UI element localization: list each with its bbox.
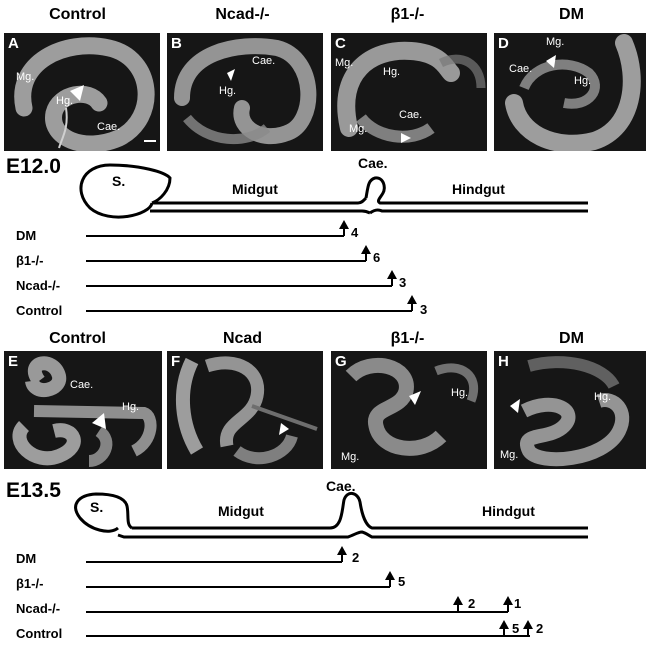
label-mg: Mg. [16, 71, 35, 83]
stage-label-e13: E13.5 [6, 479, 61, 502]
midgut-label: Midgut [232, 181, 278, 197]
panel-c: C Mg. Hg. Mg. Cae. [331, 33, 487, 151]
count-label: 5 [398, 574, 406, 589]
panel-f: F [167, 351, 323, 469]
count-label: 2 [468, 596, 476, 611]
gut-image-d [505, 34, 641, 151]
label-cae: Cae. [509, 63, 533, 75]
label-hg: Hg. [451, 387, 469, 399]
row-label-dm: DM [16, 551, 37, 566]
title-ncad-mid: Ncad [222, 330, 263, 347]
panel-e: E Cae. Hg. [4, 351, 162, 469]
count-label: 5 [512, 621, 520, 636]
title-dm-top: DM [559, 6, 584, 23]
midgut-label: Midgut [218, 503, 264, 519]
gut-image-f [175, 356, 318, 465]
row-label-ncad: Ncad-/- [16, 278, 61, 293]
label-cae: Cae. [252, 55, 276, 67]
title-control-top: Control [49, 6, 106, 23]
panel-letter-d: D [498, 35, 509, 52]
stage-label-e12: E12.0 [6, 155, 61, 178]
panel-letter-c: C [335, 35, 346, 52]
label-hg: Hg. [594, 391, 612, 403]
panel-letter-h: H [498, 353, 509, 370]
panel-letter-b: B [171, 35, 182, 52]
label-mg: Mg. [500, 449, 519, 461]
panel-letter-g: G [335, 353, 347, 370]
row-label-control: Control [16, 626, 63, 641]
panel-letter-a: A [8, 35, 19, 52]
row-label-beta1: β1-/- [16, 253, 44, 268]
label-cae: Cae. [97, 121, 121, 133]
gut-image-b [174, 38, 317, 145]
stomach-label: S. [90, 499, 104, 515]
count-label: 2 [536, 621, 544, 636]
panel-letter-f: F [171, 353, 181, 370]
title-dm-mid: DM [559, 330, 584, 347]
label-cae: Cae. [70, 379, 94, 391]
label-mg: Mg. [335, 57, 354, 69]
panel-b: B Cae. Hg. [167, 33, 323, 151]
label-mg: Mg. [349, 123, 368, 135]
title-beta1-top: β1-/- [390, 6, 425, 23]
hindgut-label: Hindgut [482, 503, 535, 519]
caecum-label: Cae. [326, 478, 356, 494]
count-label: 4 [351, 225, 359, 240]
gut-image-e [12, 356, 157, 467]
label-hg: Hg. [574, 75, 592, 87]
gut-image-a [14, 37, 156, 151]
row-label-dm: DM [16, 228, 37, 243]
stomach-label: S. [112, 173, 126, 189]
gut-image-h [510, 356, 630, 467]
panel-d: D Mg. Cae. Hg. [494, 33, 646, 151]
label-hg: Hg. [219, 85, 237, 97]
title-ncad-top: Ncad-/- [215, 6, 270, 23]
row-label-beta1: β1-/- [16, 576, 44, 591]
row-label-control: Control [16, 303, 63, 318]
label-hg: Hg. [56, 95, 74, 107]
panel-g: G Hg. Mg. [331, 351, 487, 469]
panel-h: H Hg. Mg. [494, 351, 646, 469]
title-control-mid: Control [49, 330, 106, 347]
label-hg: Hg. [383, 66, 401, 78]
label-cae: Cae. [399, 109, 423, 121]
count-label: 6 [373, 250, 381, 265]
count-label: 2 [352, 550, 360, 565]
count-label: 3 [399, 275, 407, 290]
count-label: 3 [420, 302, 428, 317]
gut-image-g [345, 357, 478, 456]
caecum-label: Cae. [358, 155, 388, 171]
gut-image-c [337, 41, 486, 143]
title-beta1-mid: β1-/- [390, 330, 425, 347]
label-mg: Mg. [341, 451, 360, 463]
hindgut-label: Hindgut [452, 181, 505, 197]
count-label: 1 [514, 596, 522, 611]
panel-a: A Mg. Hg. Cae. [4, 33, 160, 151]
label-mg: Mg. [546, 36, 565, 48]
label-hg: Hg. [122, 401, 140, 413]
row-label-ncad: Ncad-/- [16, 601, 61, 616]
panel-letter-e: E [8, 353, 19, 370]
